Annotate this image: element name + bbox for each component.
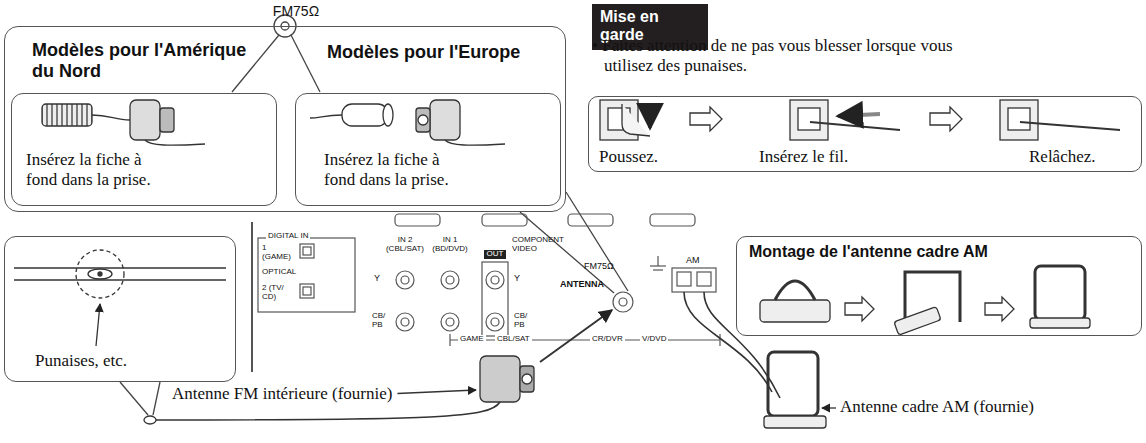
panel-label: Y bbox=[514, 274, 526, 284]
tack-callout: Punaises, etc. bbox=[4, 236, 236, 382]
panel-label: FM75Ω bbox=[584, 262, 624, 272]
panel-label: 2 (TV/ CD) bbox=[262, 284, 294, 302]
panel-label: COMPONENT VIDEO bbox=[512, 236, 574, 254]
panel-label: IN 2 (CBL/SAT) bbox=[383, 236, 427, 254]
panel-label: AM bbox=[686, 256, 706, 266]
panel-label: IN 1 (BD/DVD) bbox=[428, 236, 472, 254]
heading: Modèles pour l'Amérique du Nord bbox=[32, 40, 247, 81]
panel-label: CBL/SAT bbox=[495, 335, 532, 344]
part-name: Antenne cadre AM (fournie) bbox=[840, 398, 1140, 417]
panel-label: 1 (GAME) bbox=[262, 244, 296, 262]
caution-note: • Faites attention de ne pas vous blesse… bbox=[592, 36, 992, 77]
model-box: Modèles pour l'EuropeInsérez la fiche à … bbox=[295, 93, 561, 206]
node-text: Punaises, etc. bbox=[35, 351, 225, 371]
heading: Modèles pour l'Europe bbox=[327, 42, 559, 63]
node-text: Poussez. bbox=[599, 147, 699, 167]
node-text: Insérez le fil. bbox=[759, 147, 889, 167]
fm-callout: FM75ΩModèles pour l'Amérique du NordInsé… bbox=[4, 26, 566, 212]
panel-label: OUT bbox=[484, 250, 506, 259]
node-text: Relâchez. bbox=[1029, 147, 1129, 167]
panel-label: CB/ PB bbox=[514, 312, 534, 330]
panel-label: CR/DVR bbox=[590, 335, 625, 344]
node-text: Insérez la fiche à fond dans la prise. bbox=[26, 150, 176, 189]
model-box: Modèles pour l'Amérique du NordInsérez l… bbox=[11, 93, 277, 206]
steps-box: Poussez. Insérez le fil. Relâchez. bbox=[588, 96, 1142, 172]
panel-label: DIGITAL IN bbox=[266, 232, 310, 241]
node-text: Insérez la fiche à fond dans la prise. bbox=[324, 150, 474, 189]
node-text: Montage de l'antenne cadre AM bbox=[749, 243, 1134, 261]
node-text: FM75Ω bbox=[261, 3, 331, 19]
panel-label: V/DVD bbox=[640, 335, 668, 344]
panel-label: ANTENNA bbox=[560, 280, 612, 290]
panel-label: Y bbox=[374, 274, 386, 284]
panel-label: CB/ PB bbox=[372, 312, 392, 330]
panel-label: GAME bbox=[458, 335, 486, 344]
part-name: Antenne FM intérieure (fournie) bbox=[172, 385, 472, 404]
panel-label: OPTICAL bbox=[262, 268, 302, 277]
assembly-box: Montage de l'antenne cadre AM bbox=[736, 236, 1142, 336]
